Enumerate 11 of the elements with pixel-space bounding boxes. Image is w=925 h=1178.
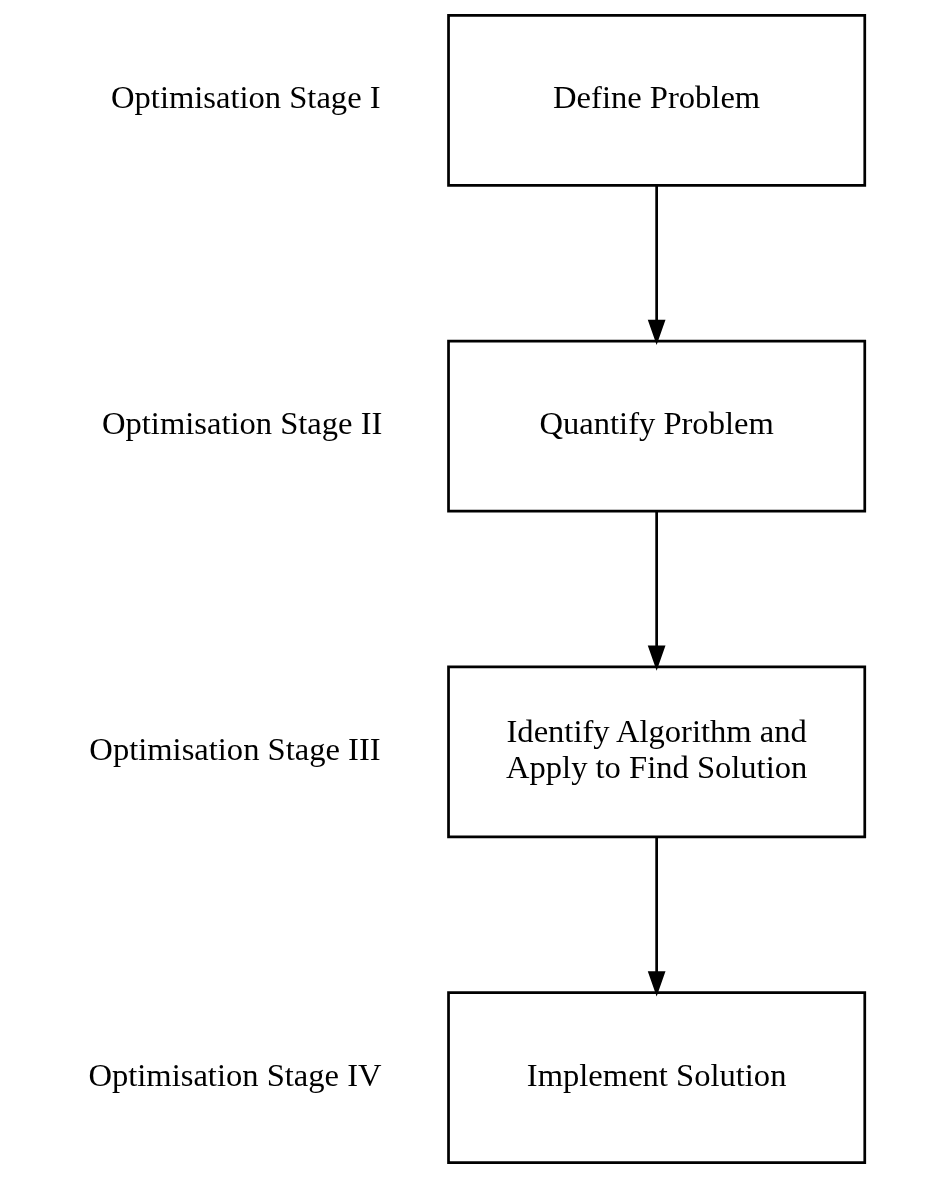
node-label: Optimisation Stage III bbox=[88, 730, 381, 767]
node-box: Quantify Problem bbox=[446, 339, 866, 513]
node-box: Identify Algorithm and Apply to Find Solution bbox=[446, 665, 866, 839]
node-label: Optimisation Stage II bbox=[101, 405, 382, 442]
arrow bbox=[647, 185, 665, 346]
arrow bbox=[647, 511, 665, 671]
node-label: Optimisation Stage I bbox=[110, 79, 381, 116]
node-box: Implement Solution bbox=[446, 991, 866, 1165]
arrow bbox=[647, 837, 666, 997]
node-label: Optimisation Stage IV bbox=[87, 1056, 381, 1093]
node-box: Define Problem bbox=[446, 13, 866, 187]
